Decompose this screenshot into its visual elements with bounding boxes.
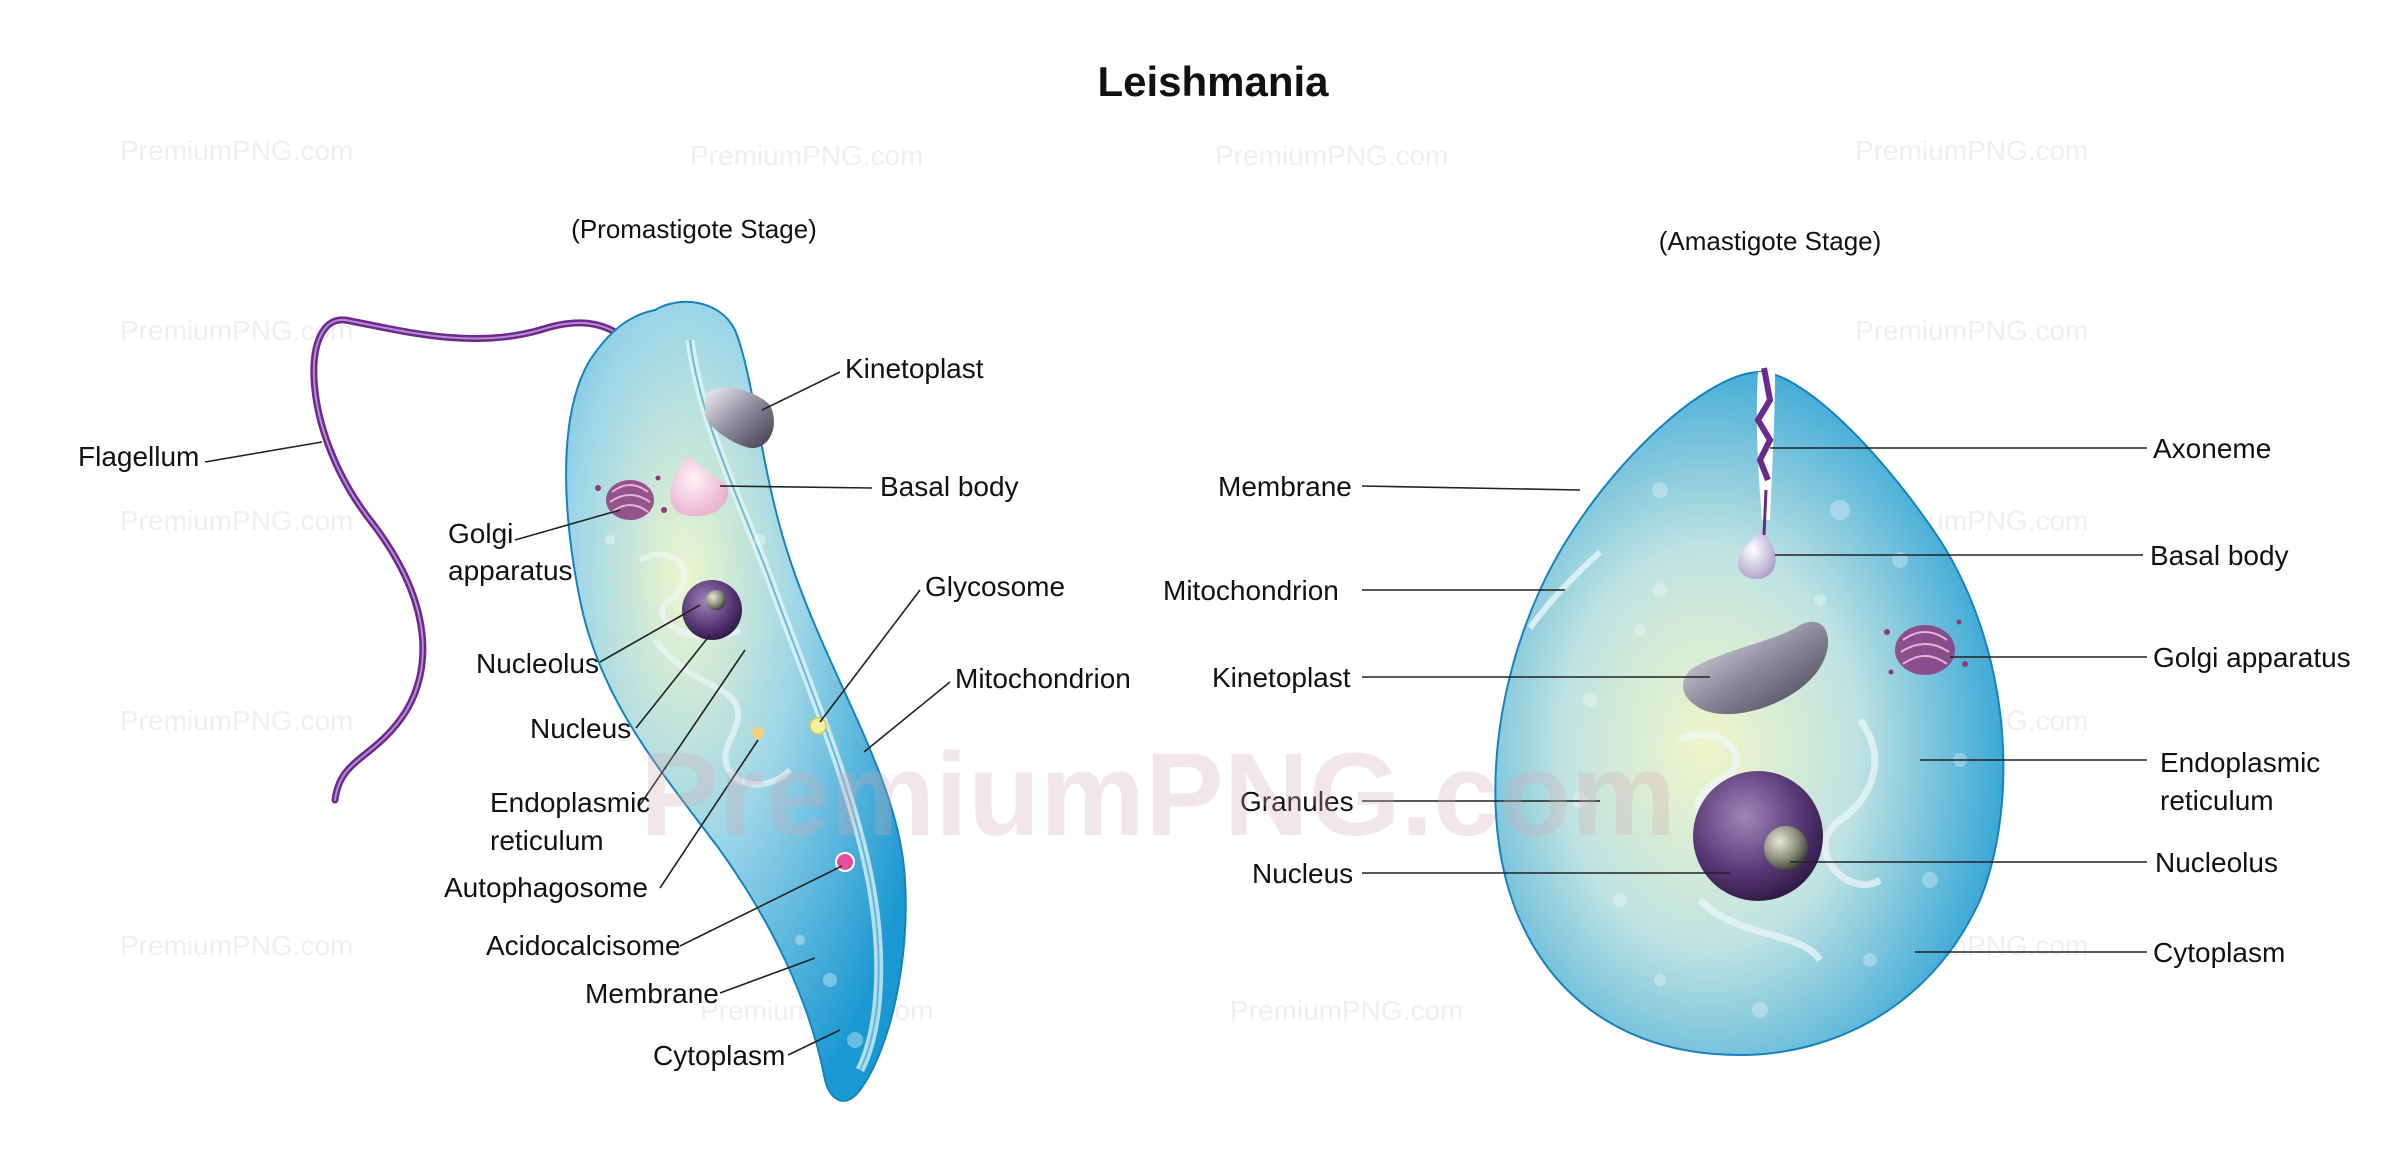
amastigote-axoneme [1754,367,1774,482]
label-kinetoplast: Kinetoplast [1212,662,1351,693]
label-er-line2: reticulum [2160,785,2274,816]
label-acidocalcisome: Acidocalcisome [486,930,681,961]
leader-mitochondrion [863,681,951,753]
leader-membrane [1361,485,1581,491]
label-flagellum: Flagellum [78,441,199,472]
label-nucleus: Nucleus [530,713,631,744]
label-glycosome: Glycosome [925,571,1065,602]
label-golgi: Golgi apparatus [2153,642,2351,673]
watermark-text: PremiumPNG.com [120,930,353,961]
leader-acidocalcisome [679,865,843,947]
label-membrane: Membrane [1218,471,1352,502]
promastigote-nucleus [682,580,742,640]
watermark-text: PremiumPNG.com [690,140,923,171]
watermark-text: PremiumPNG.com [1855,135,2088,166]
label-nucleolus: Nucleolus [2155,847,2278,878]
label-autophagosome: Autophagosome [444,872,648,903]
label-cytoplasm: Cytoplasm [2153,937,2285,968]
promastigote-granules [605,534,863,1048]
leader-nucleus [635,634,711,729]
amastigote-golgi [1884,619,1968,675]
label-nucleolus: Nucleolus [476,648,599,679]
label-kinetoplast: Kinetoplast [845,353,984,384]
label-axoneme: Axoneme [2153,433,2271,464]
leader-glycosome [819,589,921,723]
promastigote-stage-label: (Promastigote Stage) [571,214,817,244]
label-basal-body: Basal body [2150,540,2289,571]
label-er-line1: Endoplasmic [490,787,650,818]
watermark-text: PremiumPNG.com [120,135,353,166]
label-golgi-line2: apparatus [448,555,573,586]
leader-autophagosome [659,739,759,889]
label-basal-body: Basal body [880,471,1019,502]
label-er-line2: reticulum [490,825,604,856]
leader-basal-body [719,485,873,489]
promastigote-basal-body [670,455,729,517]
diagram-title: Leishmania [1097,58,1329,105]
leader-membrane [719,957,816,994]
leader-golgi [514,509,621,541]
watermark-text: PremiumPNG.com [120,505,353,536]
amastigote-figure: (Amastigote Stage) [1163,226,2351,1057]
leader-flagellum [204,441,323,463]
promastigote-nucleolus [706,590,726,610]
watermark-text: PremiumPNG.com [1855,315,2088,346]
amastigote-nucleolus [1764,826,1808,870]
label-er-line1: Endoplasmic [2160,747,2320,778]
label-granules: Granules [1240,786,1354,817]
leader-nucleolus [599,604,701,663]
watermark-text: PremiumPNG.com [120,315,353,346]
label-membrane: Membrane [585,978,719,1009]
leader-cytoplasm [787,1029,841,1056]
amastigote-kinetoplast [1683,621,1829,715]
promastigote-leaders [204,371,951,1056]
flagellum-highlight [312,318,671,801]
amastigote-mitochondrion [1527,549,1603,630]
amastigote-basal-body [1738,530,1776,580]
watermark-text: PremiumPNG.com [120,705,353,736]
promastigote-kinetoplast [705,387,774,449]
label-mitochondrion: Mitochondrion [955,663,1131,694]
promastigote-glycosome [809,717,827,735]
leader-kinetoplast [761,371,841,411]
label-nucleus: Nucleus [1252,858,1353,889]
label-mitochondrion: Mitochondrion [1163,575,1339,606]
watermark-text: PremiumPNG.com [1230,995,1463,1026]
watermark-tiles: PremiumPNG.com PremiumPNG.com PremiumPNG… [120,135,2088,1026]
promastigote-figure: (Promastigote Stage) [78,214,1131,1102]
leader-er [639,649,746,806]
watermark-text: PremiumPNG.com [1215,140,1448,171]
watermark-large: PremiumPNG.com [640,729,1676,861]
amastigote-granules [1572,482,1967,1018]
amastigote-stage-label: (Amastigote Stage) [1659,226,1882,256]
label-golgi-line1: Golgi [448,518,513,549]
amastigote-rootlet [1762,489,1768,536]
promastigote-autophagosome [752,727,764,739]
label-cytoplasm: Cytoplasm [653,1040,785,1071]
amastigote-leaders [1361,447,2147,953]
